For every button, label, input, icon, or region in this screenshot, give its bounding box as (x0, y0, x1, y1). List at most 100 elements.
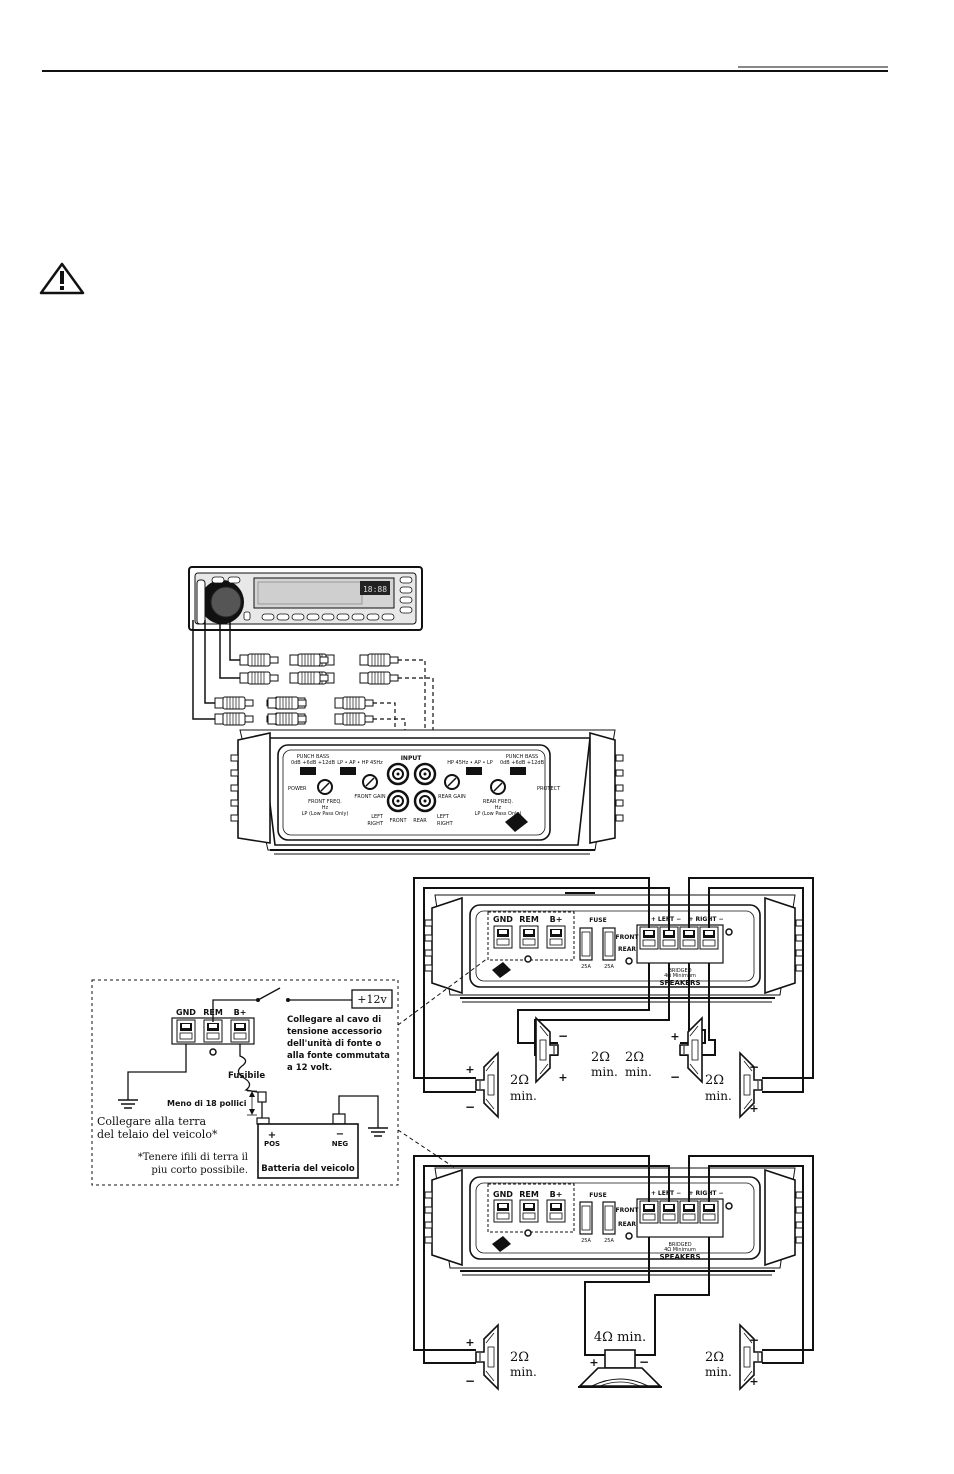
speaker-fl-impedance: 2Ω (510, 1073, 529, 1088)
amp1-left-label: + LEFT − (651, 916, 681, 923)
input-front-label: FRONT (389, 818, 407, 824)
speaker-rl-impedance: 2Ω (625, 1050, 644, 1065)
rca-plugs (214, 653, 399, 726)
svg-text:+: + (465, 1336, 474, 1349)
rca-cables (192, 620, 240, 720)
warning-icon (39, 262, 85, 295)
rear-punch-switch (510, 767, 526, 775)
battery-pos-label: POS (264, 1140, 280, 1148)
front-filter-switch (340, 767, 356, 775)
amp1-logo-icon (492, 962, 511, 978)
subwoofer-icon: 4Ω min. + − (578, 1330, 662, 1388)
length-label: Meno di 18 pollici (167, 1099, 247, 1108)
svg-text:+: + (558, 1071, 567, 1084)
front-punch-bass-range: 0dB +6dB +12dB (291, 760, 336, 766)
amp2-fuse-rating-a: 25A (581, 1238, 591, 1244)
protect-led-label: PROTECT (537, 786, 561, 792)
speaker-rear-left-dome: + − 2Ω min. (625, 1017, 703, 1084)
remote-note-line4: alla fonte commutata (287, 1051, 390, 1061)
amp1-fuse-b (602, 927, 616, 961)
speaker-right-2: − + 2Ω min. (705, 1324, 763, 1390)
rear-punch-bass-label: PUNCH BASS (506, 754, 538, 760)
head-unit-display: 18:88 (363, 585, 387, 594)
ground-note-line2: del telaio del veicolo* (97, 1128, 218, 1141)
front-punch-switch (300, 767, 316, 775)
remote-note-line2: tensione accessorio (287, 1027, 382, 1037)
amp2-logo-icon (492, 1236, 511, 1252)
remote-note-line3: dell'unità di fonte o (287, 1039, 381, 1049)
svg-text:+: + (670, 1030, 679, 1043)
speaker-left-2: + − 2Ω min. (465, 1324, 537, 1390)
input-right-label-2: RIGHT (437, 821, 454, 827)
speaker-fr-min: min. (591, 1065, 618, 1079)
amp1-right-label: + RIGHT − (688, 916, 723, 923)
remote-note-line5: a 12 volt. (287, 1063, 332, 1073)
wiring-bplus-label: B+ (234, 1008, 247, 1017)
amp1-gnd-label: GND (493, 915, 513, 924)
svg-text:+: + (465, 1063, 474, 1076)
rear-filter-label: HP 45Hz • AP • LP (447, 760, 493, 766)
amp-input-label: INPUT (401, 755, 423, 762)
fuse-label: Fusibile (228, 1071, 265, 1081)
speaker-l2-impedance: 2Ω (510, 1350, 529, 1365)
wiring-gnd-label: GND (176, 1008, 196, 1017)
front-punch-bass-label: PUNCH BASS (297, 754, 329, 760)
amp2-speakers-label: SPEAKERS (659, 1253, 700, 1261)
front-lp-only: LP (Low Pass Only) (302, 811, 349, 817)
ground-footnote-line2: piu corto possibile. (151, 1165, 248, 1176)
svg-text:+: + (749, 1375, 758, 1388)
svg-text:−: − (336, 1129, 344, 1140)
amp1-fuse-a (579, 927, 593, 961)
speaker-wires-amp2 (413, 1155, 814, 1364)
amp1-rear-label: REAR (618, 946, 636, 953)
chassis-ground-icon (118, 1099, 138, 1109)
amp-power-face-2: GND REM B+ FUSE 25A 25A FRONT REAR + LEF… (424, 1165, 804, 1276)
amp1-fuse-label: FUSE (589, 917, 606, 924)
rear-punch-bass-range: 0dB +6dB +12dB (500, 760, 545, 766)
battery-neg-label: NEG (332, 1140, 349, 1148)
amp2-gnd-label: GND (493, 1190, 513, 1199)
amp1-fuse-rating-a: 25A (581, 964, 591, 970)
subwoofer-impedance: 4Ω min. (594, 1330, 646, 1345)
front-freq-label: FRONT FREQ. (308, 799, 342, 805)
speaker-r2-impedance: 2Ω (705, 1350, 724, 1365)
amp2-fuse-b (602, 1201, 616, 1235)
battery-icon (256, 1113, 359, 1179)
svg-text:−: − (639, 1355, 649, 1369)
rear-freq-label: REAR FREQ. (483, 799, 514, 805)
svg-text:−: − (465, 1374, 475, 1388)
rear-lp-only: LP (Low Pass Only) (475, 811, 522, 817)
svg-text:−: − (670, 1070, 680, 1084)
inline-fuse-icon (257, 1091, 267, 1103)
amp1-rem-label: REM (519, 915, 539, 924)
amp2-fuse-label: FUSE (589, 1192, 606, 1199)
amp1-speakers-label: SPEAKERS (659, 979, 700, 987)
amp-control-face: INPUT PUNCH BASS 0dB +6dB +12dB LP • AP … (230, 729, 624, 855)
battery-ground-icon (368, 1127, 388, 1137)
ground-note-line1: Collegare alla terra (97, 1115, 207, 1128)
amp1-front-label: FRONT (616, 934, 640, 941)
amp2-left-label: + LEFT − (651, 1190, 681, 1197)
speaker-rr-impedance: 2Ω (705, 1073, 724, 1088)
svg-text:−: − (749, 1060, 759, 1074)
speaker-rear-right: − + 2Ω min. (705, 1052, 763, 1118)
front-freq-hz: Hz (322, 805, 329, 811)
input-right-label: RIGHT (367, 821, 384, 827)
svg-text:+: + (749, 1102, 758, 1115)
amp1-bridged-label: BRIDGED (668, 968, 691, 974)
power-wiring-detail: GND REM B+ +12v Collegare al cavo di ten… (91, 957, 489, 1191)
amp1-bridged-min: 4Ω Minimum (664, 973, 696, 979)
amp2-bridged-label: BRIDGED (668, 1242, 691, 1248)
ground-footnote-line1: *Tenere ifili di terra il (138, 1152, 248, 1163)
speaker-front-left: + − 2Ω min. (465, 1052, 537, 1118)
speaker-rr-min: min. (705, 1089, 732, 1103)
svg-text:−: − (465, 1100, 475, 1114)
amp2-fuse-a (579, 1201, 593, 1235)
speaker-l2-min: min. (510, 1365, 537, 1379)
svg-text:+: + (589, 1356, 598, 1369)
amp1-bplus-label: B+ (550, 915, 563, 924)
svg-text:−: − (749, 1333, 759, 1347)
front-gain-label: FRONT GAIN (354, 794, 385, 800)
input-left-label-2: LEFT (437, 814, 450, 820)
amp2-rem-label: REM (519, 1190, 539, 1199)
